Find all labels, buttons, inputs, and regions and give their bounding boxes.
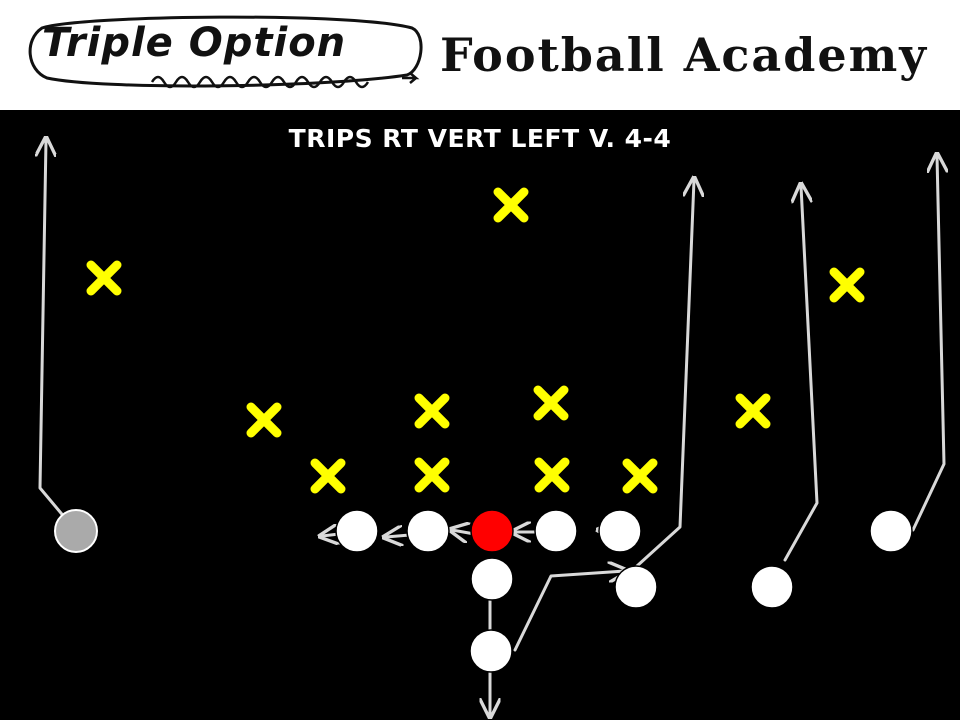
defender-x-icon — [834, 272, 860, 298]
header-banner: Triple Option Football Academy — [0, 0, 960, 110]
split-end-circle-icon — [54, 509, 98, 553]
offense — [54, 509, 913, 673]
wing-receiver-circle-icon — [750, 565, 794, 609]
route-slot-right-vertical — [635, 180, 694, 568]
route-split-end-vertical — [40, 140, 78, 533]
defender-x-icon — [740, 398, 766, 424]
defender-x-icon — [538, 390, 564, 416]
right-tackle-circle-icon — [598, 509, 642, 553]
center-circle-icon — [470, 509, 514, 553]
defender-x-icon — [251, 407, 277, 433]
logo-script-text: Triple Option — [42, 20, 347, 66]
routes — [40, 140, 944, 715]
play-title: TRIPS RT VERT LEFT V. 4-4 — [288, 124, 672, 153]
defender-x-icon — [91, 265, 117, 291]
left-guard-circle-icon — [406, 509, 450, 553]
defender-x-icon — [498, 192, 524, 218]
defense — [91, 192, 860, 489]
defender-x-icon — [419, 398, 445, 424]
slot-receiver-circle-icon — [614, 565, 658, 609]
quarterback-circle-icon — [470, 557, 514, 601]
route-wide-right-vertical — [911, 156, 944, 532]
route-wing-right-vertical — [783, 186, 819, 562]
triple-option-logo — [28, 15, 423, 89]
fullback-circle-icon — [469, 629, 513, 673]
right-guard-circle-icon — [534, 509, 578, 553]
defender-x-icon — [419, 462, 445, 488]
wide-receiver-circle-icon — [869, 509, 913, 553]
play-field — [0, 110, 960, 720]
football-academy-logo-text: Football Academy — [440, 28, 929, 82]
route-tailback-pitch — [513, 571, 625, 652]
defender-x-icon — [539, 462, 565, 488]
defender-x-icon — [627, 463, 653, 489]
left-tackle-circle-icon — [335, 509, 379, 553]
defender-x-icon — [315, 463, 341, 489]
